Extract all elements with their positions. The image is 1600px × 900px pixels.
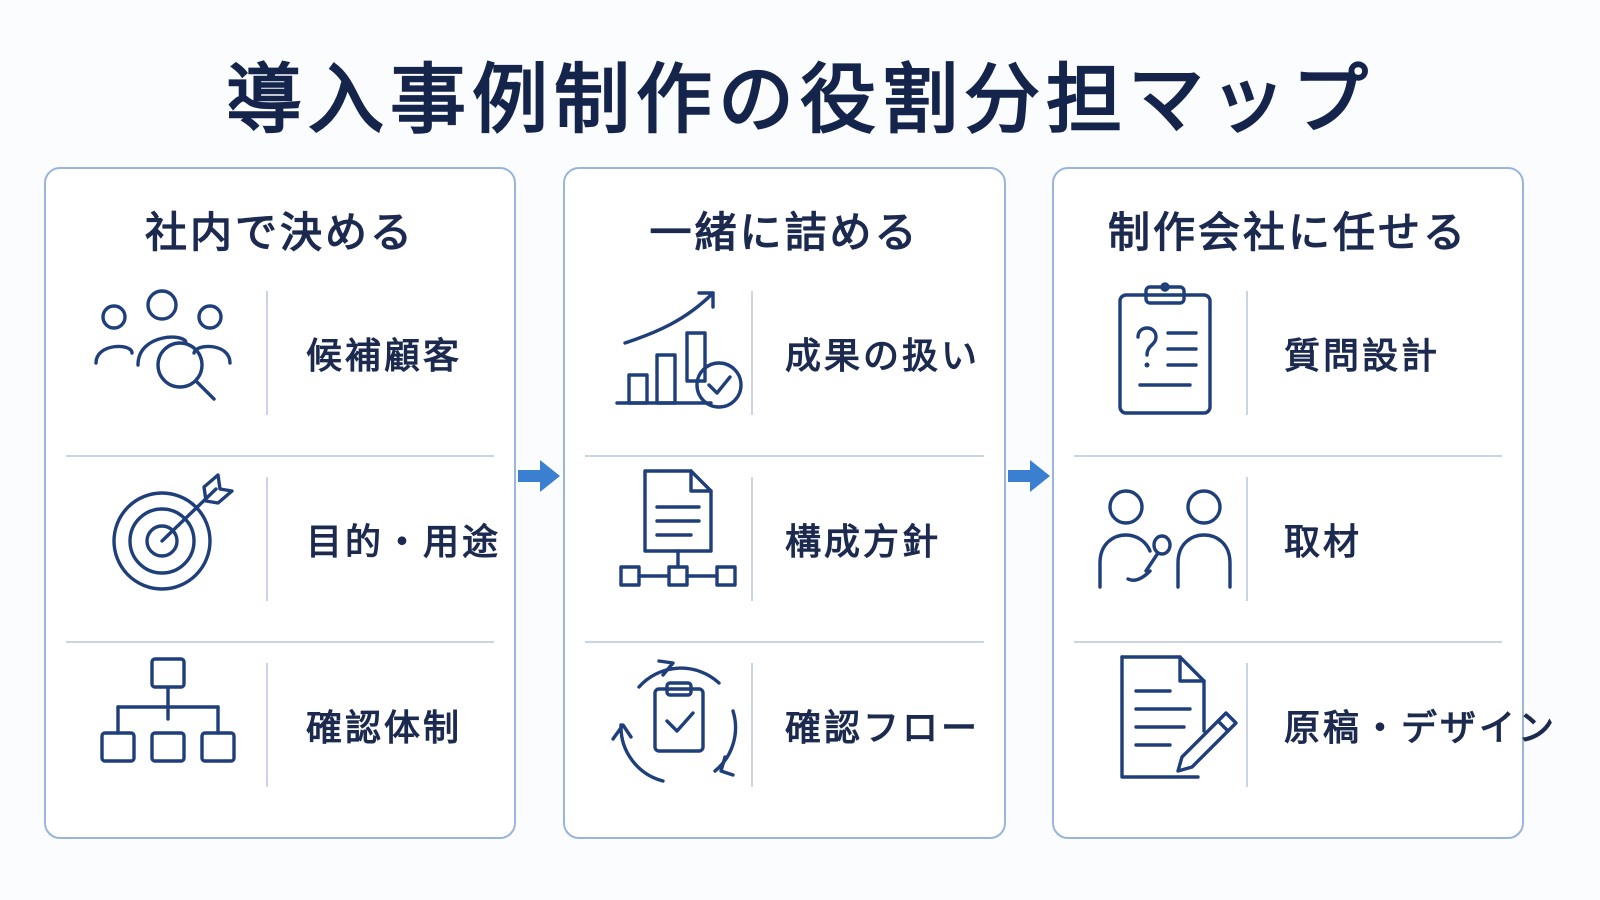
- panel-heading: 制作会社に任せる: [1107, 208, 1468, 257]
- divider: [266, 291, 268, 415]
- divider: [1246, 291, 1248, 415]
- list-item: 取材: [1074, 457, 1502, 643]
- panel-together: 一緒に詰める 成果の扱い: [563, 167, 1006, 839]
- interview-icon: [1088, 467, 1248, 607]
- list-item: 確認フロー: [585, 643, 984, 829]
- item-label: 構成方針: [785, 522, 942, 563]
- item-label: 取材: [1284, 522, 1363, 563]
- divider: [1246, 477, 1248, 601]
- list-item: 構成方針: [585, 457, 984, 643]
- arrow-right-icon: [516, 456, 562, 496]
- item-label: 目的・用途: [306, 522, 502, 563]
- item-label: 質問設計: [1284, 336, 1441, 377]
- divider: [751, 663, 753, 787]
- people-search-icon: [84, 281, 244, 421]
- item-label: 成果の扱い: [785, 336, 981, 377]
- list-item: 質問設計: [1074, 271, 1502, 457]
- list-item: 成果の扱い: [585, 271, 984, 457]
- divider: [266, 477, 268, 601]
- document-pen-icon: [1088, 653, 1248, 793]
- divider: [751, 291, 753, 415]
- panel-heading: 社内で決める: [144, 208, 415, 257]
- panel-internal: 社内で決める 候補顧客: [44, 167, 516, 839]
- target-arrow-icon: [84, 467, 244, 607]
- item-label: 候補顧客: [306, 336, 463, 377]
- list-item: 候補顧客: [66, 271, 494, 457]
- question-clipboard-icon: [1088, 281, 1248, 421]
- item-label: 確認フロー: [785, 708, 981, 749]
- document-structure-icon: [599, 467, 759, 607]
- item-label: 原稿・デザイン: [1284, 708, 1558, 749]
- divider: [266, 663, 268, 787]
- item-label: 確認体制: [306, 708, 463, 749]
- list-item: 確認体制: [66, 643, 494, 829]
- page-title: 導入事例制作の役割分担マップ: [226, 55, 1374, 144]
- arrow-right-icon: [1006, 456, 1052, 496]
- panel-agency: 制作会社に任せる 質問設計: [1052, 167, 1554, 839]
- divider: [751, 477, 753, 601]
- growth-chart-check-icon: [599, 281, 759, 421]
- panel-heading: 一緒に詰める: [649, 208, 920, 257]
- org-chart-icon: [84, 653, 244, 793]
- list-item: 原稿・デザイン: [1074, 643, 1554, 829]
- clipboard-cycle-icon: [599, 653, 759, 793]
- divider: [1246, 663, 1248, 787]
- list-item: 目的・用途: [66, 457, 498, 643]
